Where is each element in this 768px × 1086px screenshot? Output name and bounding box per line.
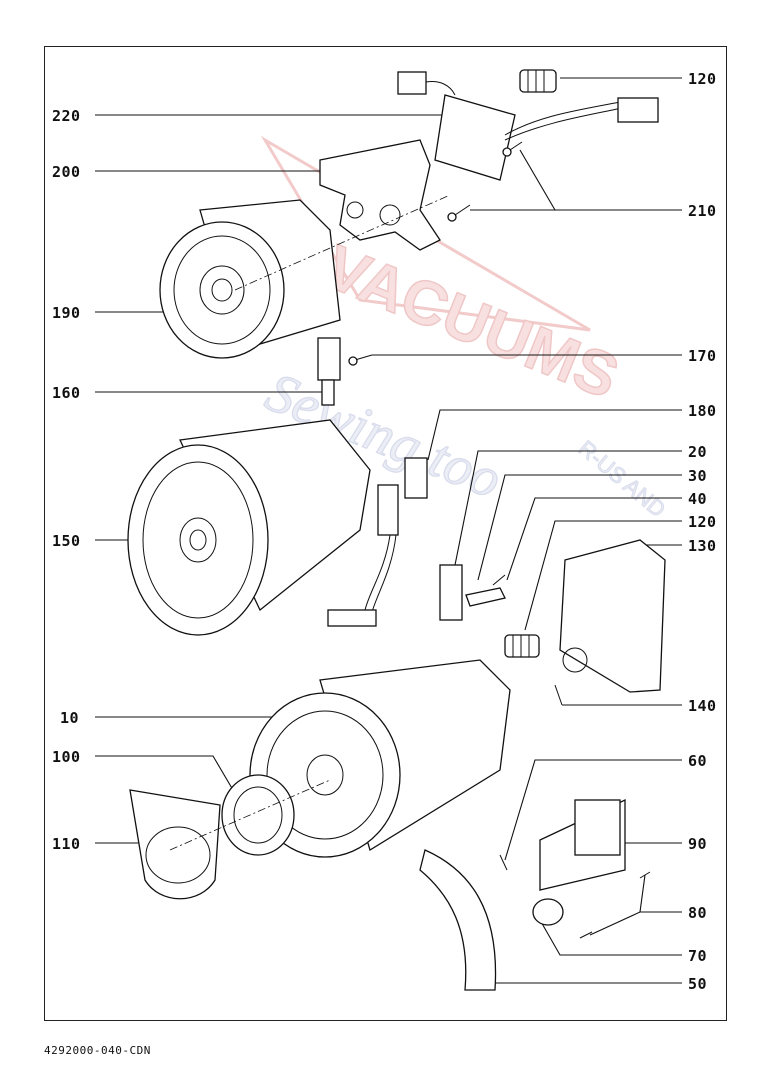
callout-30: 30 (688, 467, 707, 485)
callout-120-top: 120 (688, 70, 717, 88)
part-200-bracket (319, 139, 441, 251)
diagram-frame (44, 46, 727, 1021)
part-220-circuit-board (397, 71, 659, 181)
callout-50: 50 (688, 975, 707, 993)
part-160-brush-holder (317, 337, 341, 406)
part-210-screws (447, 141, 523, 222)
callout-80: 80 (688, 904, 707, 922)
callout-180: 180 (688, 402, 717, 420)
footer-code: 4292000-040-CDN (44, 1044, 151, 1057)
part-130-cover (559, 539, 666, 693)
part-190-motor (159, 199, 341, 359)
callout-20: 20 (688, 443, 707, 461)
part-170-screw (348, 354, 373, 366)
leader-lines (95, 77, 682, 984)
callout-130: 130 (688, 537, 717, 555)
callout-210: 210 (688, 202, 717, 220)
part-100-ring (221, 774, 295, 856)
part-70-thermostat (532, 898, 564, 926)
callout-170: 170 (688, 347, 717, 365)
part-140-screw (554, 684, 563, 706)
callout-120-mid: 120 (688, 513, 717, 531)
part-60-screw (499, 854, 508, 871)
callout-200: 200 (52, 163, 81, 181)
part-90-plate (539, 798, 626, 891)
parts (127, 69, 666, 991)
callout-150: 150 (52, 532, 81, 550)
callout-160: 160 (52, 384, 81, 402)
callout-100: 100 (52, 748, 81, 766)
callout-60: 60 (688, 752, 707, 770)
watermark-tag-text: R-US AND (574, 435, 671, 522)
callout-110: 110 (52, 835, 81, 853)
part-150-motor (127, 419, 371, 636)
callout-90: 90 (688, 835, 707, 853)
callout-10: 10 (60, 709, 79, 727)
callout-140: 140 (688, 697, 717, 715)
part-40-screw (492, 574, 506, 586)
part-120-connector-mid (504, 634, 540, 658)
callout-labels: 120 220 200 210 190 170 160 180 20 30 40… (52, 70, 717, 993)
part-20-capacitor (439, 564, 463, 621)
part-30-bracket (465, 587, 506, 607)
callout-70: 70 (688, 947, 707, 965)
part-120-connector-top (519, 69, 557, 93)
callout-190: 190 (52, 304, 81, 322)
callout-220: 220 (52, 107, 81, 125)
part-110-housing (129, 789, 221, 900)
part-80-screws (579, 871, 651, 939)
part-50-curved-bracket (419, 849, 497, 991)
part-180-wiring (327, 457, 428, 627)
callout-40: 40 (688, 490, 707, 508)
